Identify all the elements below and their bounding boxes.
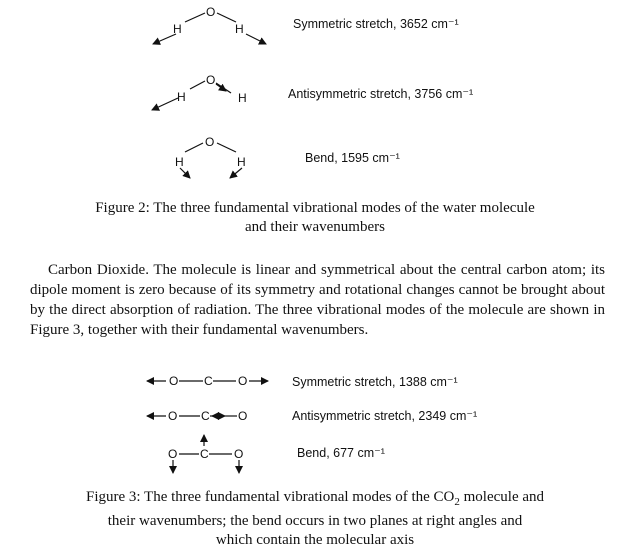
water-bend-molecule bbox=[179, 142, 243, 179]
carbon-dioxide-paragraph: Carbon Dioxide. The molecule is linear a… bbox=[30, 260, 605, 340]
water-antisymmetric-label: Antisymmetric stretch, 3756 cm⁻¹ bbox=[288, 87, 474, 101]
figure-2-caption-line1: Figure 2: The three fundamental vibratio… bbox=[95, 200, 535, 216]
water-bend-h-right: H bbox=[237, 155, 246, 169]
figure-3-caption-line1-after: molecule and bbox=[459, 489, 545, 505]
water-antisymmetric-h-right: H bbox=[238, 91, 247, 105]
water-bend-o: O bbox=[205, 135, 214, 149]
co2-bend-molecule bbox=[169, 434, 243, 474]
water-symmetric-o: O bbox=[206, 5, 215, 19]
figure-3-caption-line3: which contain the molecular axis bbox=[215, 532, 415, 548]
co2-symmetric-c: C bbox=[204, 374, 213, 388]
figure-3-caption-line2: their wavenumbers; the bend occurs in tw… bbox=[107, 513, 523, 529]
water-bend-label: Bend, 1595 cm⁻¹ bbox=[305, 151, 400, 165]
co2-bend-c: C bbox=[200, 447, 209, 461]
paragraph-text: Carbon Dioxide. The molecule is linear a… bbox=[30, 262, 605, 338]
figure-3-caption-subscript: 2 bbox=[454, 496, 460, 508]
figure-2-caption: Figure 2: The three fundamental vibratio… bbox=[20, 199, 610, 237]
figure-3-caption-line1-before: Figure 3: The three fundamental vibratio… bbox=[85, 489, 455, 505]
co2-symmetric-o-right: O bbox=[238, 374, 247, 388]
water-antisymmetric-molecule bbox=[151, 80, 232, 111]
figure-3-caption-line1: Figure 3: The three fundamental vibratio… bbox=[20, 488, 610, 512]
water-antisymmetric-o: O bbox=[206, 73, 215, 87]
co2-antisymmetric-o-left: O bbox=[168, 409, 177, 423]
co2-antisymmetric-c: C bbox=[201, 409, 210, 423]
water-symmetric-label: Symmetric stretch, 3652 cm⁻¹ bbox=[293, 17, 459, 31]
co2-bend-o-right: O bbox=[234, 447, 243, 461]
co2-antisymmetric-label: Antisymmetric stretch, 2349 cm⁻¹ bbox=[292, 409, 478, 423]
water-symmetric-h-right: H bbox=[235, 22, 244, 36]
co2-antisymmetric-o-right: O bbox=[238, 409, 247, 423]
figure-3-caption: Figure 3: The three fundamental vibratio… bbox=[20, 488, 610, 550]
co2-bend-label: Bend, 677 cm⁻¹ bbox=[297, 446, 385, 460]
co2-symmetric-o-left: O bbox=[169, 374, 178, 388]
water-antisymmetric-h-left: H bbox=[177, 90, 186, 104]
water-symmetric-h-left: H bbox=[173, 22, 182, 36]
water-bend-h-left: H bbox=[175, 155, 184, 169]
water-symmetric-molecule bbox=[152, 12, 267, 45]
figure-2-caption-line2: and their wavenumbers bbox=[245, 219, 385, 235]
co2-symmetric-label: Symmetric stretch, 1388 cm⁻¹ bbox=[292, 375, 458, 389]
co2-bend-o-left: O bbox=[168, 447, 177, 461]
